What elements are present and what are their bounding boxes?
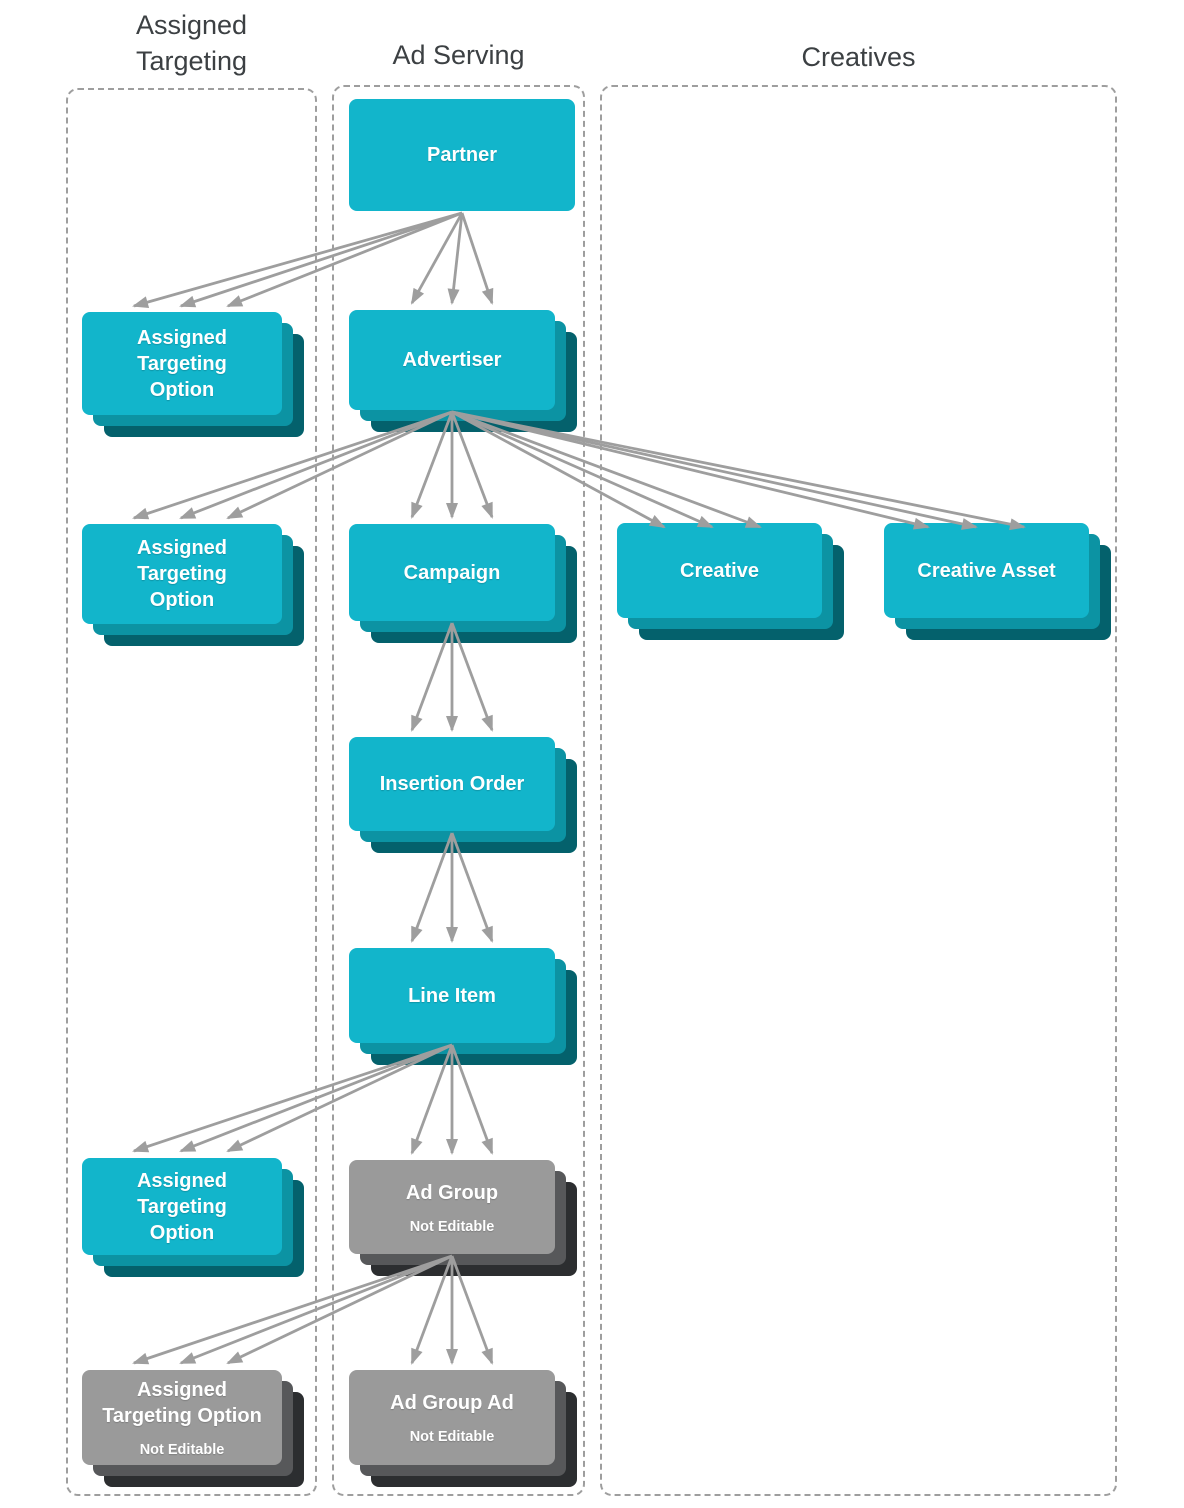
column-header-ad-serving: Ad Serving [392, 40, 525, 70]
node-assigned-targeting-option-3-face: Assigned Targeting Option [82, 1158, 282, 1255]
node-assigned-targeting-option-3[interactable]: Assigned Targeting Option [82, 1158, 304, 1277]
node-advertiser-face: Advertiser [349, 310, 555, 410]
node-assigned-targeting-option-1-label: Assigned Targeting Option [136, 326, 228, 401]
node-assigned-targeting-option-2[interactable]: Assigned Targeting Option [82, 524, 304, 646]
node-ad-group-ad-face: Ad Group Ad Not Editable [349, 1370, 555, 1465]
column-header-creatives: Creatives [801, 42, 916, 72]
node-insertion-order-face: Insertion Order [349, 737, 555, 831]
node-partner-face: Partner [349, 99, 575, 211]
node-assigned-targeting-option-4-sublabel: Not Editable [139, 1442, 225, 1458]
node-campaign-face: Campaign [349, 524, 555, 621]
node-ad-group-ad-sublabel: Not Editable [409, 1429, 495, 1445]
node-ad-group-ad[interactable]: Ad Group Ad Not Editable [349, 1370, 577, 1487]
node-advertiser[interactable]: Advertiser [349, 310, 577, 432]
node-creative-asset[interactable]: Creative Asset [884, 523, 1111, 640]
node-line-item-label: Line Item [408, 984, 496, 1007]
node-assigned-targeting-option-1-face: Assigned Targeting Option [82, 312, 282, 415]
node-partner[interactable]: Partner [349, 99, 597, 233]
node-campaign[interactable]: Campaign [349, 524, 577, 643]
node-creative-face: Creative [617, 523, 822, 618]
node-advertiser-label: Advertiser [402, 349, 502, 371]
node-assigned-targeting-option-3-label: Assigned Targeting Option [136, 1169, 228, 1244]
node-creative-asset-label: Creative Asset [917, 559, 1056, 582]
column-header-assigned-targeting: Assigned Targeting [135, 10, 248, 76]
node-ad-group-ad-label: Ad Group Ad [390, 1392, 514, 1414]
node-assigned-targeting-option-2-face: Assigned Targeting Option [82, 524, 282, 624]
node-campaign-label: Campaign [403, 561, 501, 584]
node-insertion-order-label: Insertion Order [379, 773, 525, 795]
node-creative[interactable]: Creative [617, 523, 844, 640]
node-assigned-targeting-option-1[interactable]: Assigned Targeting Option [82, 312, 304, 437]
node-line-item[interactable]: Line Item [349, 948, 577, 1065]
node-partner-label: Partner [426, 144, 498, 166]
column-container-ad-serving [332, 85, 585, 1496]
node-assigned-targeting-option-2-label: Assigned Targeting Option [136, 537, 228, 611]
column-container-creatives [600, 85, 1117, 1496]
node-creative-asset-face: Creative Asset [884, 523, 1089, 618]
node-ad-group-sublabel: Not Editable [409, 1218, 495, 1235]
node-creative-label: Creative [680, 559, 759, 582]
node-insertion-order[interactable]: Insertion Order [349, 737, 577, 853]
node-line-item-face: Line Item [349, 948, 555, 1043]
node-ad-group-label: Ad Group [405, 1181, 499, 1204]
node-assigned-targeting-option-4-label: Assigned Targeting Option [102, 1379, 262, 1427]
column-container-assigned-targeting [66, 88, 317, 1496]
